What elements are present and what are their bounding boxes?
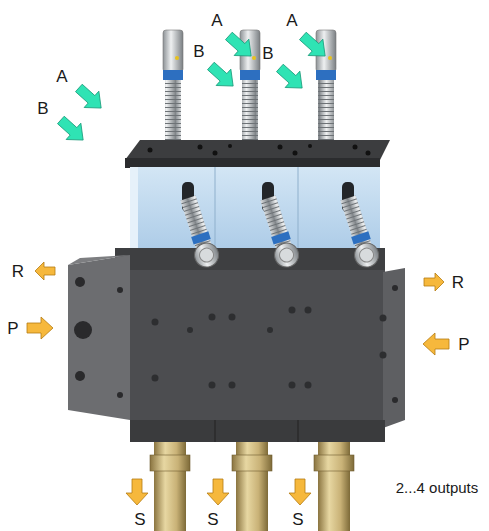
port-label: P bbox=[7, 320, 18, 337]
port-arrows bbox=[53, 28, 332, 148]
port-label: S bbox=[134, 511, 145, 528]
port-label: R bbox=[12, 263, 24, 280]
port-label: A bbox=[56, 68, 67, 85]
port-label: P bbox=[458, 336, 469, 353]
port-label: A bbox=[211, 12, 222, 29]
top-plate bbox=[125, 140, 390, 168]
valve-bodies bbox=[130, 167, 380, 259]
flow-arrows bbox=[27, 262, 449, 505]
port-label: B bbox=[262, 45, 273, 62]
port-label: A bbox=[286, 12, 297, 29]
manifold-block bbox=[68, 248, 405, 442]
port-label: B bbox=[193, 43, 204, 60]
port-label: S bbox=[292, 511, 303, 528]
angled-sensors bbox=[177, 194, 382, 270]
note-label: 2...4 outputs bbox=[396, 480, 479, 495]
port-label: B bbox=[37, 100, 48, 117]
port-label: S bbox=[207, 511, 218, 528]
outlet-fittings bbox=[150, 440, 354, 531]
port-label: R bbox=[452, 274, 464, 291]
